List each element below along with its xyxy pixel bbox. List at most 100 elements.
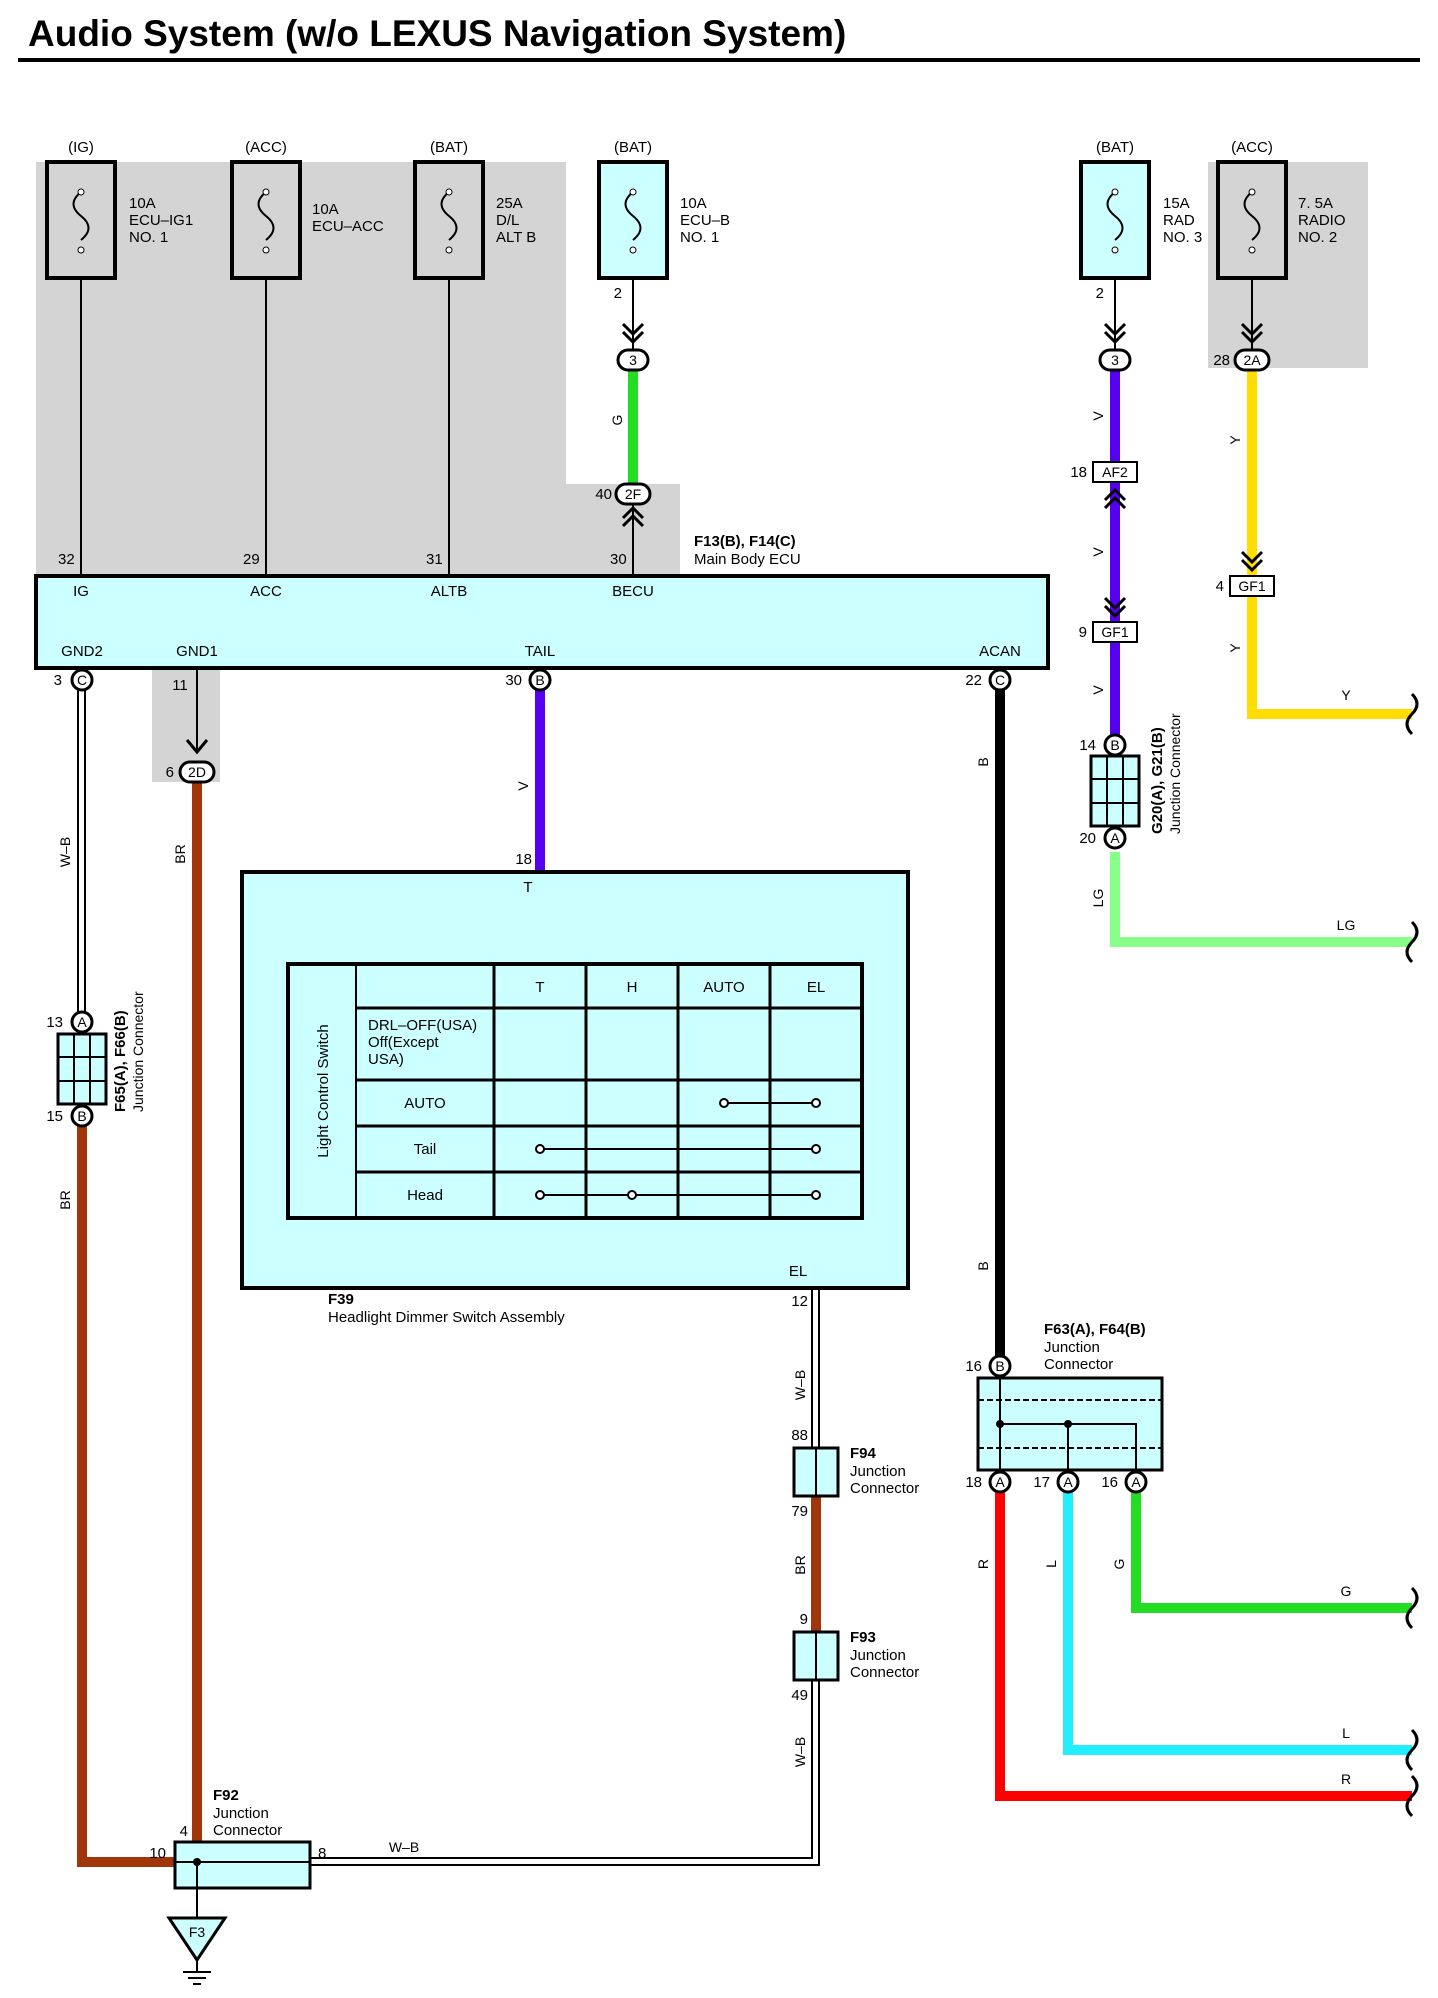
svg-text:15: 15	[46, 1108, 63, 1125]
pin-28: 28	[1213, 352, 1230, 369]
junction-f93: 9 49 F93 Junction Connector	[791, 1611, 919, 1704]
svg-text:Connector: Connector	[850, 1480, 919, 1497]
svg-text:GND1: GND1	[176, 643, 218, 660]
wire-lg	[1110, 852, 1412, 947]
svg-text:ECU–IG1: ECU–IG1	[129, 212, 193, 229]
ecu-pin-gnd2: C 3	[54, 668, 94, 692]
pin-2-rad: 2	[1096, 285, 1104, 302]
svg-text:F39: F39	[328, 1291, 354, 1308]
chevrons-down	[185, 322, 1264, 755]
svg-text:18: 18	[965, 1474, 982, 1491]
svg-text:ACC: ACC	[250, 583, 282, 600]
svg-text:LG: LG	[1337, 917, 1356, 933]
svg-text:B: B	[995, 1358, 1004, 1374]
svg-text:Tail: Tail	[414, 1141, 437, 1158]
svg-text:L: L	[1043, 1560, 1059, 1568]
svg-text:AUTO: AUTO	[703, 979, 744, 996]
svg-text:R: R	[975, 1559, 991, 1569]
fuse-ig1	[45, 160, 117, 280]
svg-text:B: B	[975, 757, 991, 766]
svg-text:A: A	[1110, 830, 1120, 846]
wire-g	[1131, 1490, 1412, 1613]
svg-text:3: 3	[629, 352, 637, 368]
svg-text:F63(A), F64(B): F63(A), F64(B)	[1044, 1321, 1146, 1338]
svg-text:79: 79	[791, 1503, 808, 1520]
pin-9-gf1: 9	[1079, 624, 1087, 641]
svg-text:2A: 2A	[1243, 352, 1261, 368]
fuse-acc	[230, 160, 302, 280]
svg-text:IG: IG	[73, 583, 89, 600]
main-body-ecu: F13(B), F14(C) Main Body ECU 32 29 31 30…	[34, 533, 1050, 670]
svg-text:30: 30	[505, 672, 522, 689]
ecu-pin-gnd1-num: 11	[172, 677, 188, 694]
svg-text:D/L: D/L	[496, 212, 519, 229]
svg-text:7. 5A: 7. 5A	[1298, 195, 1333, 212]
svg-text:2D: 2D	[188, 764, 206, 780]
connector-gf1-y: GF1	[1229, 575, 1275, 597]
pin-2-ecub: 2	[614, 285, 622, 302]
svg-text:31: 31	[426, 551, 443, 568]
svg-text:NO. 1: NO. 1	[129, 229, 168, 246]
svg-text:G20(A), G21(B): G20(A), G21(B)	[1149, 727, 1166, 834]
svg-text:20: 20	[1079, 830, 1096, 847]
svg-text:(ACC): (ACC)	[245, 139, 287, 156]
svg-text:10A: 10A	[680, 195, 707, 212]
svg-text:10A: 10A	[129, 195, 156, 212]
svg-text:Y: Y	[1341, 687, 1351, 703]
svg-text:ALTB: ALTB	[431, 583, 467, 600]
junction-g20-g21: B 14 A 20 G20(A), G21(B) Junction Connec…	[1079, 713, 1183, 850]
svg-text:A: A	[77, 1014, 87, 1030]
svg-text:F3: F3	[189, 1924, 206, 1940]
svg-text:BECU: BECU	[612, 583, 654, 600]
svg-text:22: 22	[965, 672, 982, 689]
svg-text:Junction Connector: Junction Connector	[130, 991, 146, 1112]
wire-y-radio	[1247, 368, 1412, 719]
svg-text:12: 12	[791, 1293, 808, 1310]
page-title: Audio System (w/o LEXUS Navigation Syste…	[28, 13, 846, 54]
svg-text:G: G	[1341, 1583, 1352, 1599]
svg-text:Junction: Junction	[1044, 1339, 1100, 1356]
svg-text:49: 49	[791, 1687, 808, 1704]
svg-text:TAIL: TAIL	[525, 643, 556, 660]
svg-text:3: 3	[1111, 352, 1119, 368]
svg-text:2F: 2F	[625, 486, 641, 502]
fuse-rad	[1079, 160, 1151, 280]
svg-text:W–B: W–B	[792, 1737, 808, 1767]
svg-text:Junction: Junction	[213, 1805, 269, 1822]
svg-text:(BAT): (BAT)	[1096, 139, 1134, 156]
svg-text:AUTO: AUTO	[404, 1095, 445, 1112]
pin-4-gf1: 4	[1216, 578, 1224, 595]
fuse-ecub	[597, 160, 669, 280]
wire-br-left	[77, 1122, 175, 1867]
pin-18-af2: 18	[1070, 464, 1087, 481]
svg-text:B: B	[975, 1261, 991, 1270]
svg-text:16: 16	[965, 1358, 982, 1375]
pin-6: 6	[166, 764, 174, 781]
svg-text:ALT B: ALT B	[496, 229, 536, 246]
svg-text:BR: BR	[172, 844, 188, 863]
svg-text:NO. 2: NO. 2	[1298, 229, 1337, 246]
svg-text:B: B	[77, 1108, 86, 1124]
junction-f65-f66: A 13 B 15 F65(A), F66(B) Junction Connec…	[46, 991, 146, 1128]
ecu-pin-tail: B 30	[505, 668, 552, 692]
svg-text:(BAT): (BAT)	[430, 139, 468, 156]
svg-text:32: 32	[58, 551, 75, 568]
svg-text:15A: 15A	[1163, 195, 1190, 212]
wire-l	[1063, 1490, 1412, 1755]
fuse-radio	[1216, 160, 1288, 280]
svg-text:G: G	[1111, 1559, 1127, 1570]
svg-text:NO. 3: NO. 3	[1163, 229, 1202, 246]
svg-text:W–B: W–B	[389, 1839, 419, 1855]
svg-text:DRL–OFF(USA): DRL–OFF(USA)	[368, 1017, 477, 1034]
svg-text:A: A	[1063, 1474, 1073, 1490]
svg-text:A: A	[995, 1474, 1005, 1490]
svg-text:17: 17	[1033, 1474, 1050, 1491]
svg-text:16: 16	[1101, 1474, 1118, 1491]
fuse-labels: (IG) 10A ECU–IG1 NO. 1 (ACC) 10A ECU–ACC…	[68, 139, 1345, 246]
svg-text:EL: EL	[807, 979, 825, 996]
grey-zone-left	[36, 162, 680, 576]
ecu-pin-acan: C 22	[965, 668, 1012, 692]
svg-text:(ACC): (ACC)	[1231, 139, 1273, 156]
svg-text:LG: LG	[1090, 889, 1106, 908]
svg-text:V: V	[1090, 685, 1106, 695]
